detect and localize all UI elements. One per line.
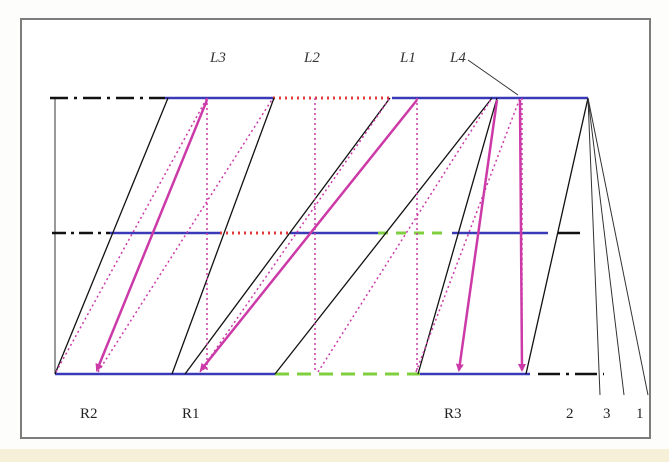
magenta-dotted-diagonals xyxy=(55,97,521,373)
bottom-strip xyxy=(0,449,669,462)
label-r1: R1 xyxy=(182,406,200,422)
label-1: 1 xyxy=(636,406,644,422)
label-2: 2 xyxy=(566,406,574,422)
label-r3: R3 xyxy=(444,406,462,422)
l4-leader-line xyxy=(467,59,519,96)
label-3: 3 xyxy=(603,406,611,422)
label-r2: R2 xyxy=(80,406,98,422)
label-l4: L4 xyxy=(449,50,466,66)
magenta-dotted-verticals xyxy=(206,98,523,372)
label-l3: L3 xyxy=(209,50,226,66)
magenta-arrows xyxy=(95,99,526,372)
diagram-frame xyxy=(20,18,651,439)
label-l2: L2 xyxy=(303,50,320,66)
black-diagonals xyxy=(54,97,589,375)
right-leader-lines xyxy=(587,97,649,396)
label-l1: L1 xyxy=(399,50,416,66)
